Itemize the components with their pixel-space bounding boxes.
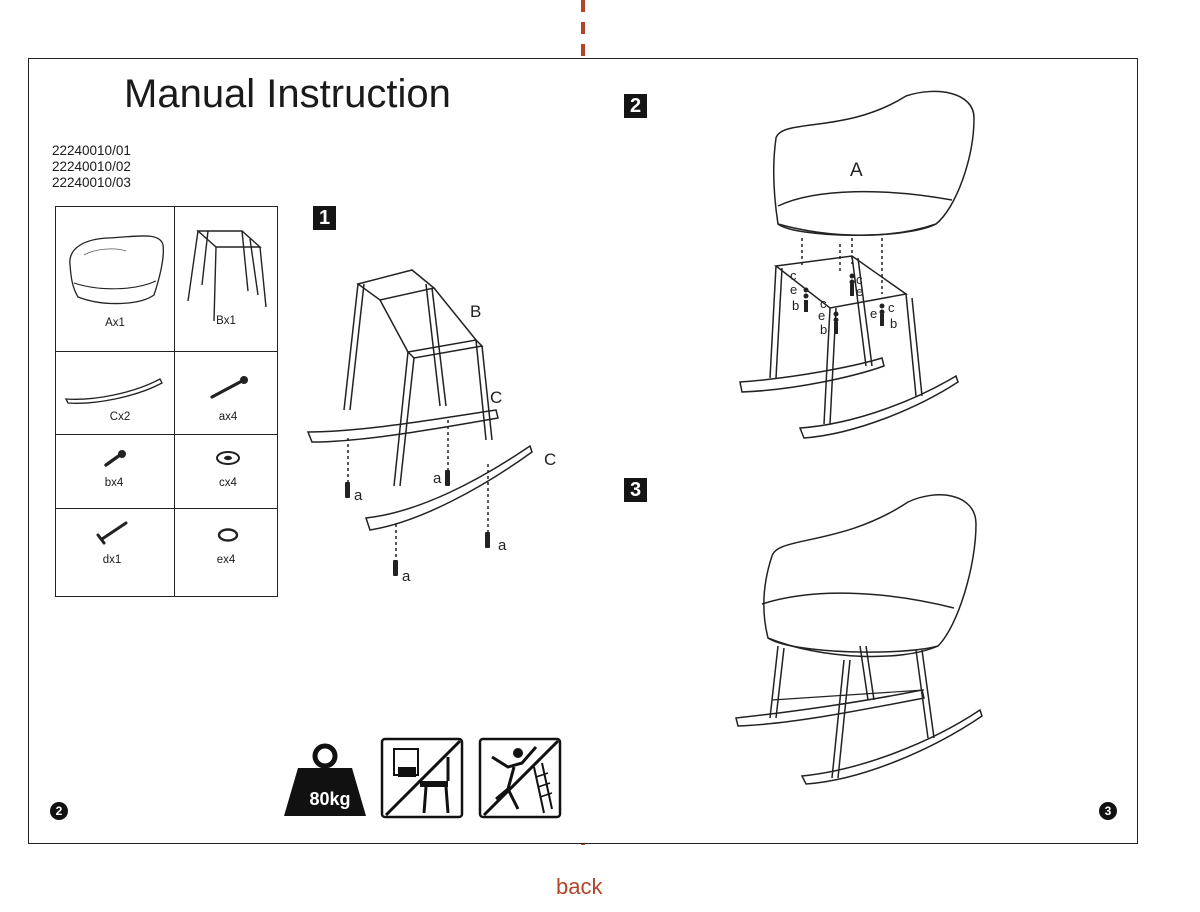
label-washer-c: c [820,296,827,311]
model-number: 22240010/03 [52,175,131,190]
label-bolt-a: a [402,568,411,585]
part-label: Bx1 [216,315,236,327]
label-rocker-c: C [490,388,503,407]
page-number-left: 2 [50,802,68,820]
part-label: Ax1 [105,317,125,329]
label-washer-c: c [790,268,797,283]
parts-list-table: Ax1 Bx1 Cx2 ax4 bx4 cx4 dx1 ex4 [55,206,278,597]
label-spring-washer-e: e [856,284,864,299]
seat-shell-icon [69,235,165,305]
frame-base-icon [187,230,267,322]
washer-icon [216,451,240,465]
spring-washer-icon [217,528,239,542]
part-label: bx4 [104,477,124,489]
label-rocker-c: C [544,450,557,469]
rocker-rail-icon [64,378,163,404]
label-spring-washer-e: e [870,306,878,321]
label-bolt-a: a [354,487,363,504]
no-tipping-icon [478,737,562,819]
allen-key-icon [96,521,128,545]
no-standing-icon [380,737,464,819]
weight-limit-text: 80kg [309,789,351,809]
page-number-right: 3 [1099,802,1117,820]
step-2-diagram [739,90,975,439]
part-label: dx1 [102,554,122,566]
part-label: ex4 [216,554,236,566]
back-link[interactable]: back [556,874,603,899]
short-bolt-icon [104,450,126,467]
label-bolt-b: b [792,298,800,313]
part-label: Cx2 [109,411,131,423]
model-number-list: 22240010/01 22240010/02 22240010/03 [52,143,131,191]
weight-limit-icon [284,743,366,816]
label-washer-c: c [888,300,895,315]
label-spring-washer-e: e [818,308,826,323]
label-spring-washer-e: e [790,282,798,297]
page-title: Manual Instruction [124,72,451,116]
part-label: cx4 [219,477,237,489]
model-number: 22240010/02 [52,159,131,174]
step-2-badge: 2 [624,94,647,118]
step-2-hardware [803,273,885,334]
model-number: 22240010/01 [52,143,131,158]
right-page [583,58,1138,844]
label-washer-c: c [856,272,863,287]
step-3-diagram [735,494,983,785]
step-1-badge: 1 [313,206,336,230]
step-3-badge: 3 [624,478,647,502]
label-bolt-b: b [820,322,828,337]
label-bolt-a: a [433,470,442,487]
step-1-diagram [306,269,533,576]
label-frame-b: B [470,302,482,321]
label-bolt-b: b [890,316,898,331]
label-bolt-a: a [498,537,507,554]
long-bolt-icon [210,376,248,399]
part-label: ax4 [218,411,238,423]
label-seat-a: A [850,160,863,181]
